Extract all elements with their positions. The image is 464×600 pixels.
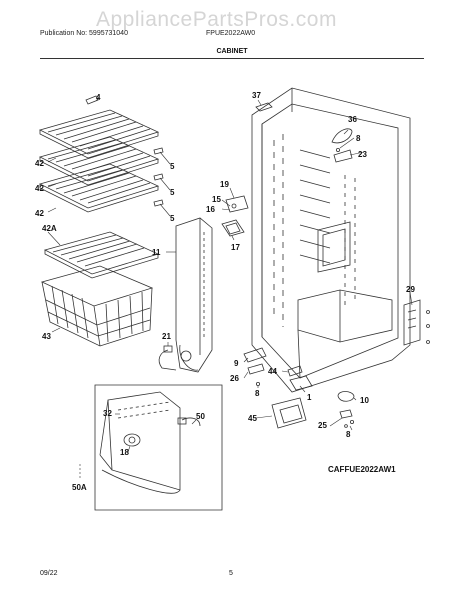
callout-44: 44: [268, 367, 277, 376]
callout-36: 36: [348, 115, 357, 124]
evaporator-cover: [175, 217, 213, 373]
callout-8: 8: [346, 430, 351, 439]
callout-5: 5: [170, 188, 175, 197]
callout-5: 5: [170, 162, 175, 171]
callout-4: 4: [96, 93, 101, 102]
callout-19: 19: [220, 180, 229, 189]
callout-8: 8: [255, 389, 260, 398]
callout-29: 29: [406, 285, 415, 294]
callout-26: 26: [230, 374, 239, 383]
callout-42: 42: [35, 184, 44, 193]
callout-43: 43: [42, 332, 51, 341]
callout-5: 5: [170, 214, 175, 223]
callout-25: 25: [318, 421, 327, 430]
callout-42: 42: [35, 159, 44, 168]
callout-32: 32: [103, 409, 112, 418]
callout-11: 11: [152, 248, 161, 257]
callout-45: 45: [248, 414, 257, 423]
callout-17: 17: [231, 243, 240, 252]
header-rule: [40, 58, 424, 59]
model-code-label: CAFFUE2022AW1: [328, 465, 396, 474]
watermark: AppliancePartsPros.com: [96, 8, 337, 31]
cabinet-body: [251, 87, 430, 393]
callout-50: 50: [196, 412, 205, 421]
callout-labels: 4 37 36 8 23 42 5 42 5 42 5 19 15 16 42A…: [35, 91, 415, 492]
callout-9: 9: [234, 359, 239, 368]
callout-42: 42: [35, 209, 44, 218]
wire-shelves: [38, 95, 164, 347]
callout-1: 1: [307, 393, 312, 402]
callout-23: 23: [358, 150, 367, 159]
callout-37: 37: [252, 91, 261, 100]
footer-date: 09/22: [40, 570, 58, 577]
section-title: CABINET: [216, 48, 248, 55]
callout-8: 8: [356, 134, 361, 143]
publication-number: Publication No: 5995731040: [40, 30, 128, 37]
leader-lines: [47, 96, 413, 478]
callout-15: 15: [212, 195, 221, 204]
model-number: FPUE2022AW0: [206, 30, 256, 37]
control-parts: [221, 195, 249, 237]
kickplate-inset: [94, 384, 223, 511]
callout-42A: 42A: [42, 224, 57, 233]
callout-18: 18: [120, 448, 129, 457]
callout-21: 21: [162, 332, 171, 341]
callout-16: 16: [206, 205, 215, 214]
page-number: 5: [229, 570, 233, 577]
callout-50A: 50A: [72, 483, 87, 492]
top-hinge-parts: [255, 102, 353, 163]
wire-harness: [158, 345, 177, 371]
callout-10: 10: [360, 396, 369, 405]
